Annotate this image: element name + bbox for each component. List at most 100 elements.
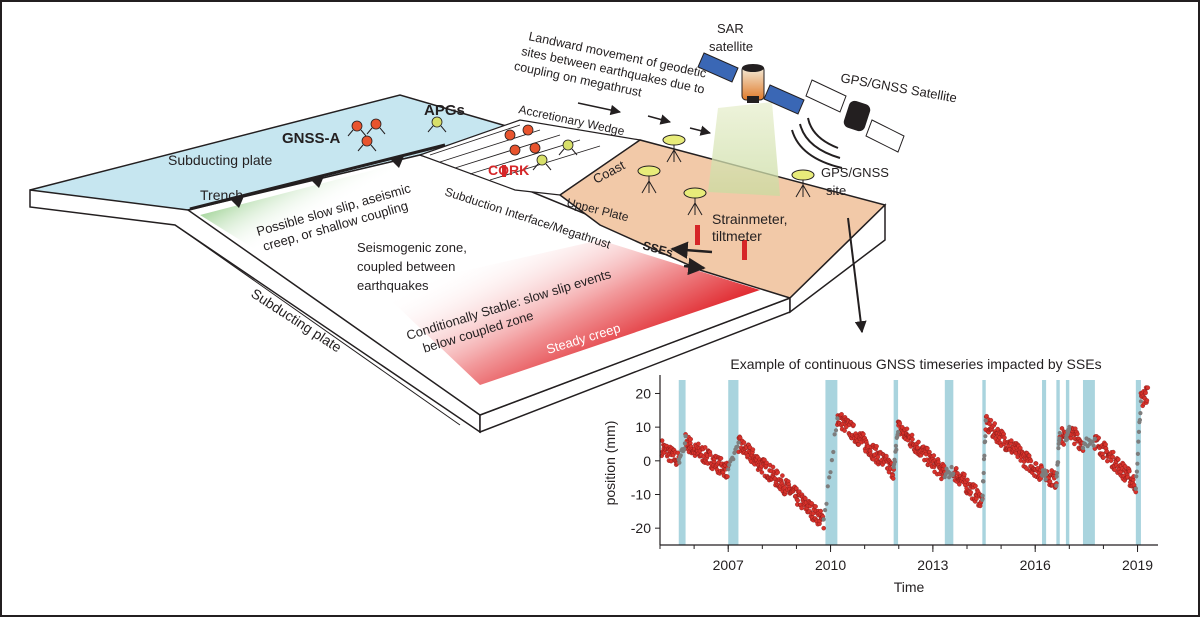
data-point — [1136, 439, 1141, 444]
data-point — [1056, 460, 1061, 465]
data-point — [832, 432, 837, 437]
data-point — [803, 496, 808, 501]
data-point — [931, 453, 937, 458]
data-point — [831, 449, 836, 455]
sse-bands — [678, 380, 1141, 545]
data-point — [726, 467, 731, 472]
gnss-satellite-icon — [791, 79, 905, 169]
y-tick-label: 0 — [643, 453, 651, 469]
gnss-timeseries-chart: Example of continuous GNSS timeseries im… — [602, 356, 1158, 595]
data-point — [780, 473, 785, 478]
gps-site-icon — [791, 169, 815, 198]
data-point — [890, 476, 896, 481]
data-point — [1091, 443, 1096, 448]
data-point — [827, 475, 832, 480]
y-tick-label: 20 — [635, 385, 651, 401]
data-point — [1127, 468, 1132, 474]
data-point — [1068, 435, 1074, 441]
data-point — [925, 446, 930, 451]
data-point — [1112, 467, 1118, 473]
data-point — [1110, 449, 1116, 455]
data-point — [835, 416, 840, 421]
data-point — [995, 426, 1000, 432]
data-point — [718, 456, 724, 461]
gps-site-icon — [683, 187, 707, 216]
sse-band — [825, 380, 838, 545]
data-point — [818, 508, 823, 514]
data-point — [1057, 436, 1062, 441]
data-point — [1108, 458, 1114, 463]
data-point — [981, 470, 986, 476]
data-point — [725, 474, 730, 479]
data-point — [688, 436, 693, 442]
data-point — [973, 483, 978, 489]
data-point — [1044, 472, 1049, 477]
data-point — [727, 462, 732, 468]
data-point — [678, 453, 683, 458]
data-point — [1110, 454, 1116, 460]
data-point — [799, 505, 804, 511]
data-point — [1054, 474, 1059, 479]
apg-sensor-icon — [558, 139, 578, 156]
apg-sensor-icon — [532, 154, 552, 171]
data-point — [825, 484, 830, 489]
strainmeter-icon — [695, 225, 700, 245]
data-point — [957, 482, 962, 487]
gnss-a-buoy-icon — [522, 124, 534, 136]
data-point — [708, 452, 713, 457]
data-point — [965, 477, 970, 483]
data-point — [896, 429, 901, 435]
data-point — [1135, 451, 1140, 456]
data-point — [821, 517, 826, 522]
label-cork: CORK — [488, 162, 529, 178]
label-landward-movement: Landward movement of geodetic sites betw… — [513, 28, 713, 113]
data-point — [892, 459, 898, 464]
chart-title: Example of continuous GNSS timeseries im… — [730, 356, 1101, 372]
y-tick-label: 10 — [635, 419, 651, 435]
data-point — [1092, 436, 1097, 441]
label-gps-gnss-satellite: GPS/GNSS Satellite — [839, 70, 958, 105]
gnss-a-buoy-icon — [347, 120, 367, 137]
gnss-a-buoy-icon — [504, 129, 516, 141]
data-point — [1059, 426, 1065, 431]
label-gnss-a: GNSS-A — [282, 130, 341, 147]
data-point — [842, 428, 847, 433]
data-point — [1056, 441, 1061, 446]
x-tick-label: 2010 — [815, 557, 846, 573]
label-seismogenic-zone: Seismogenic zone, coupled between earthq… — [357, 240, 470, 293]
data-point — [764, 460, 769, 466]
x-tick-label: 2013 — [917, 557, 948, 573]
data-point — [1138, 399, 1143, 404]
data-point — [770, 464, 776, 470]
steady-creep-zone — [380, 240, 760, 385]
data-point — [1103, 442, 1108, 447]
gnss-a-buoy-icon — [357, 135, 377, 152]
data-point — [1134, 474, 1139, 479]
data-point — [915, 445, 920, 450]
data-point — [824, 501, 829, 506]
data-point — [750, 447, 756, 452]
data-point — [1009, 438, 1014, 443]
trench-line — [189, 143, 446, 211]
sse-band — [1042, 380, 1047, 545]
gnss-a-stations — [347, 118, 386, 152]
label-subducting-plate-top: Subducting plate — [168, 152, 273, 168]
data-point — [735, 444, 740, 449]
data-point — [1061, 442, 1066, 447]
trench-teeth — [230, 156, 404, 208]
data-point — [683, 434, 688, 439]
tiltmeter-icon — [742, 240, 747, 260]
data-point — [1064, 437, 1069, 442]
data-point — [851, 422, 856, 428]
data-point — [884, 453, 889, 459]
sse-band — [944, 380, 954, 545]
wedge-gnss-a-stations — [504, 124, 541, 156]
data-point — [897, 421, 903, 426]
data-point — [992, 421, 997, 426]
x-tick-label: 2019 — [1122, 557, 1153, 573]
data-point — [696, 441, 701, 447]
data-point — [682, 441, 688, 446]
data-point — [813, 504, 818, 509]
apg-stations — [427, 116, 578, 171]
